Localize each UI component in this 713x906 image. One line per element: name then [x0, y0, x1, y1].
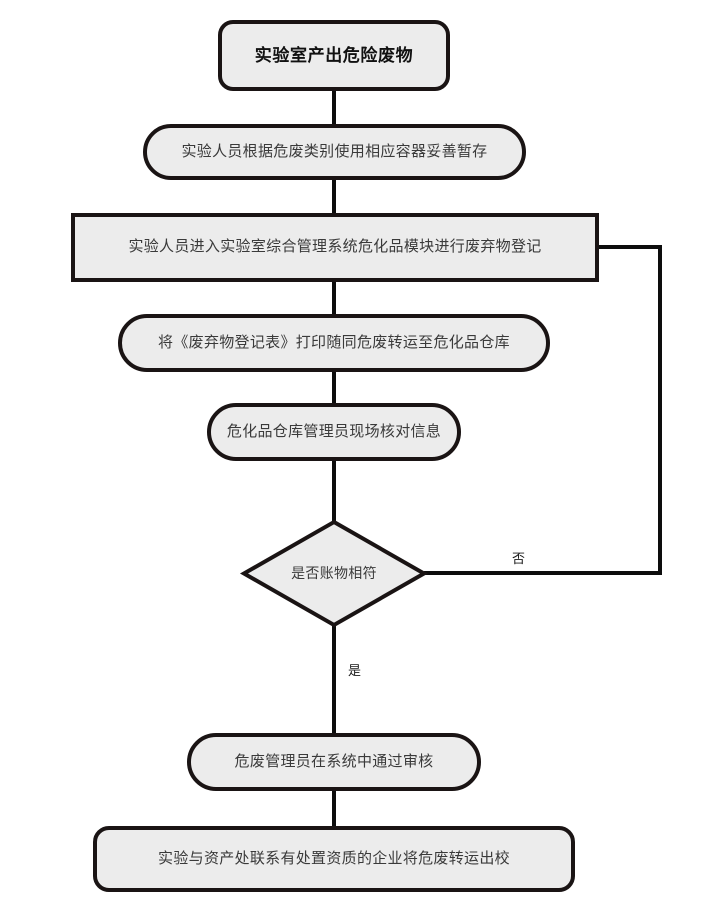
node-n7-shape[interactable]: [187, 733, 481, 791]
node-n6-shape[interactable]: [239, 519, 429, 628]
node-n3-shape[interactable]: [71, 213, 599, 282]
node-n2-shape[interactable]: [143, 124, 526, 180]
node-n8-shape[interactable]: [93, 826, 575, 892]
node-n1-shape[interactable]: [218, 20, 450, 91]
node-n5-shape[interactable]: [207, 403, 461, 461]
edge-label-no: 否: [512, 551, 526, 566]
node-n4-shape[interactable]: [118, 314, 550, 372]
edge-label-yes: 是: [348, 663, 362, 678]
connector-n6-n3-no: [424, 245, 662, 575]
